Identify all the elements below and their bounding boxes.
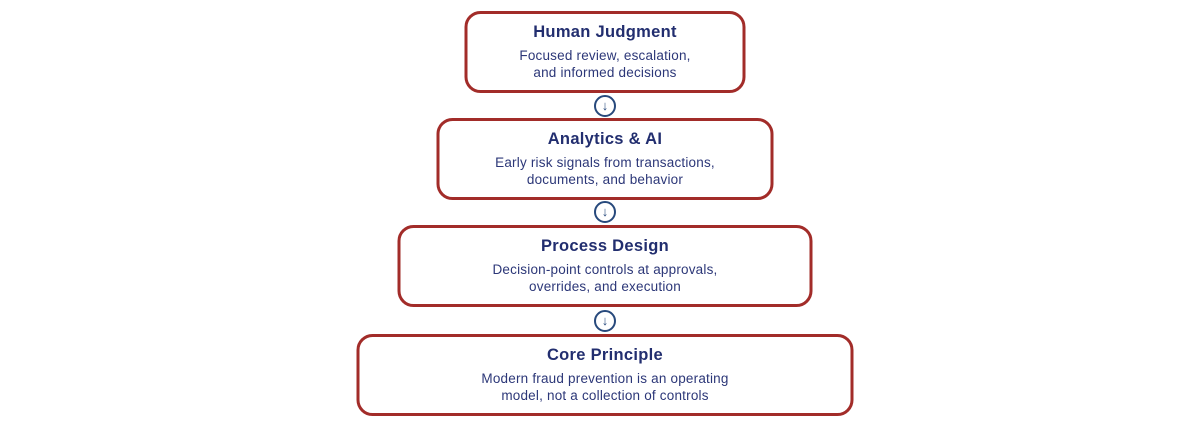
- flow-box-analytics-ai: Analytics & AI Early risk signals from t…: [436, 118, 774, 200]
- down-arrow-connector: ↓: [594, 95, 616, 117]
- down-arrow-icon: ↓: [601, 204, 609, 219]
- box-description-line: documents, and behavior: [526, 172, 684, 188]
- box-description: Decision-point controls at approvals, ov…: [492, 261, 717, 295]
- box-title: Process Design: [540, 236, 669, 255]
- box-title: Core Principle: [546, 345, 664, 364]
- box-description: Modern fraud prevention is an operating …: [481, 370, 728, 404]
- down-arrow-icon: ↓: [601, 313, 609, 328]
- box-description: Early risk signals from transactions, do…: [495, 154, 715, 188]
- flow-box-process-design: Process Design Decision-point controls a…: [397, 225, 813, 307]
- flow-box-core-principle: Core Principle Modern fraud prevention i…: [356, 334, 854, 416]
- box-title: Analytics & AI: [547, 129, 663, 148]
- down-arrow-connector: ↓: [594, 310, 616, 332]
- box-description-line: and informed decisions: [533, 65, 677, 81]
- box-title: Human Judgment: [533, 22, 677, 41]
- down-arrow-connector: ↓: [594, 201, 616, 223]
- box-description-line: model, not a collection of controls: [501, 388, 709, 404]
- box-description: Focused review, escalation, and informed…: [519, 47, 690, 81]
- box-description-line: Early risk signals from transactions,: [495, 155, 715, 171]
- flow-box-human-judgment: Human Judgment Focused review, escalatio…: [464, 11, 746, 93]
- box-description-line: Focused review, escalation,: [519, 48, 691, 64]
- down-arrow-icon: ↓: [601, 98, 609, 113]
- box-description-line: overrides, and execution: [529, 279, 681, 295]
- box-description-line: Modern fraud prevention is an operating: [481, 371, 729, 387]
- box-description-line: Decision-point controls at approvals,: [492, 262, 718, 278]
